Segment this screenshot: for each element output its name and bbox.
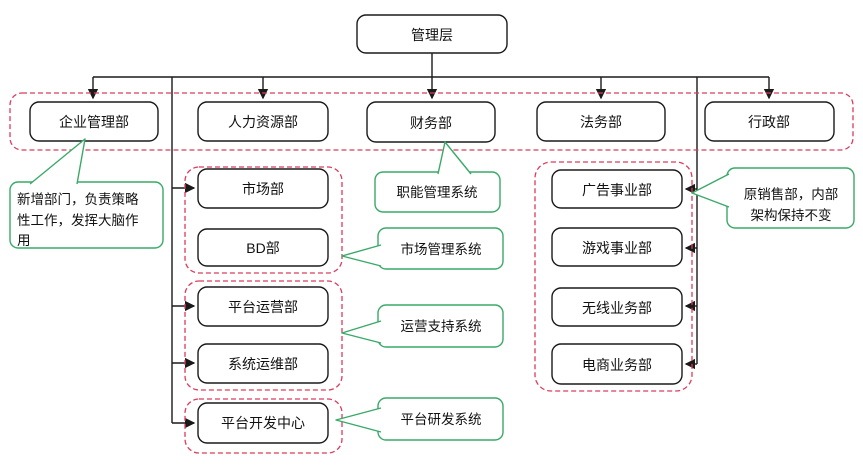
label-ads-bu: 广告事业部 (582, 182, 652, 198)
label-management: 管理层 (411, 27, 453, 43)
node-ecommerce-bu (551, 343, 683, 385)
callout-func-system-box (374, 171, 501, 213)
callout-labels: 新增部门，负责策略 性工作，发挥大脑作 用 职能管理系统 市场管理系统 运营支持… (17, 185, 838, 427)
label-platform-ops: 平台运营部 (228, 299, 298, 315)
callout-new-dept-box (9, 181, 164, 249)
callout-func-system-label: 职能管理系统 (397, 185, 478, 200)
node-management (356, 14, 508, 54)
callout-market-system-pointer (341, 244, 382, 267)
group-frame-market-bd (184, 166, 343, 274)
node-ads-bu (551, 169, 683, 209)
highlight-groups (9, 92, 854, 454)
callout-ops-system-pointer (341, 320, 382, 344)
node-boxes (29, 14, 835, 444)
callout-shapes (9, 138, 855, 441)
group-frame-operations (184, 280, 343, 391)
label-marketing: 市场部 (242, 181, 284, 197)
node-dept-hr (197, 101, 329, 142)
label-platform-devctr: 平台开发中心 (221, 415, 305, 431)
node-dept-legal (536, 101, 666, 142)
label-dept-finance: 财务部 (410, 115, 452, 131)
node-platform-ops (197, 286, 329, 327)
callout-rnd-system-label: 平台研发系统 (401, 412, 482, 427)
node-wireless-bu (551, 287, 683, 327)
node-dept-admin (704, 101, 835, 142)
node-sys-maintain (197, 343, 329, 384)
callout-rnd-system-pointer (335, 407, 382, 433)
label-dept-legal: 法务部 (580, 114, 622, 130)
label-wireless-bu: 无线业务部 (582, 300, 652, 316)
callout-sales-note-pointer (691, 173, 730, 208)
callout-new-dept-line3: 用 (17, 233, 31, 248)
callout-sales-note-line2: 架构保持不变 (751, 208, 832, 223)
label-sys-maintain: 系统运维部 (228, 356, 298, 372)
node-dept-corp (29, 101, 159, 142)
callout-market-system-label: 市场管理系统 (401, 241, 482, 257)
callout-func-system-pointer (437, 141, 472, 175)
group-frame-platform-dev (184, 398, 343, 454)
node-dept-finance (366, 101, 496, 143)
group-frame-business-units (534, 161, 693, 392)
node-labels: 管理层 企业管理部 人力资源部 财务部 法务部 行政部 市场部 BD部 平台运营… (59, 27, 790, 431)
callout-ops-system-label: 运营支持系统 (401, 319, 482, 334)
label-dept-corp: 企业管理部 (59, 114, 129, 130)
label-dept-hr: 人力资源部 (228, 114, 298, 130)
label-game-bu: 游戏事业部 (582, 240, 652, 256)
label-bd: BD部 (246, 240, 279, 256)
node-bd (197, 228, 329, 267)
group-frame-level1 (9, 92, 854, 151)
label-dept-admin: 行政部 (748, 114, 790, 130)
label-ecommerce-bu: 电商业务部 (582, 357, 652, 373)
callout-sales-note-line1: 原销售部，内部 (744, 187, 839, 202)
node-platform-devctr (197, 402, 329, 444)
callout-new-dept-pointer (29, 138, 86, 185)
node-game-bu (551, 227, 683, 267)
callout-new-dept-line1: 新增部门，负责策略 (17, 191, 139, 207)
callout-new-dept-line2: 性工作，发挥大脑作 (17, 213, 139, 228)
node-marketing (197, 168, 329, 209)
